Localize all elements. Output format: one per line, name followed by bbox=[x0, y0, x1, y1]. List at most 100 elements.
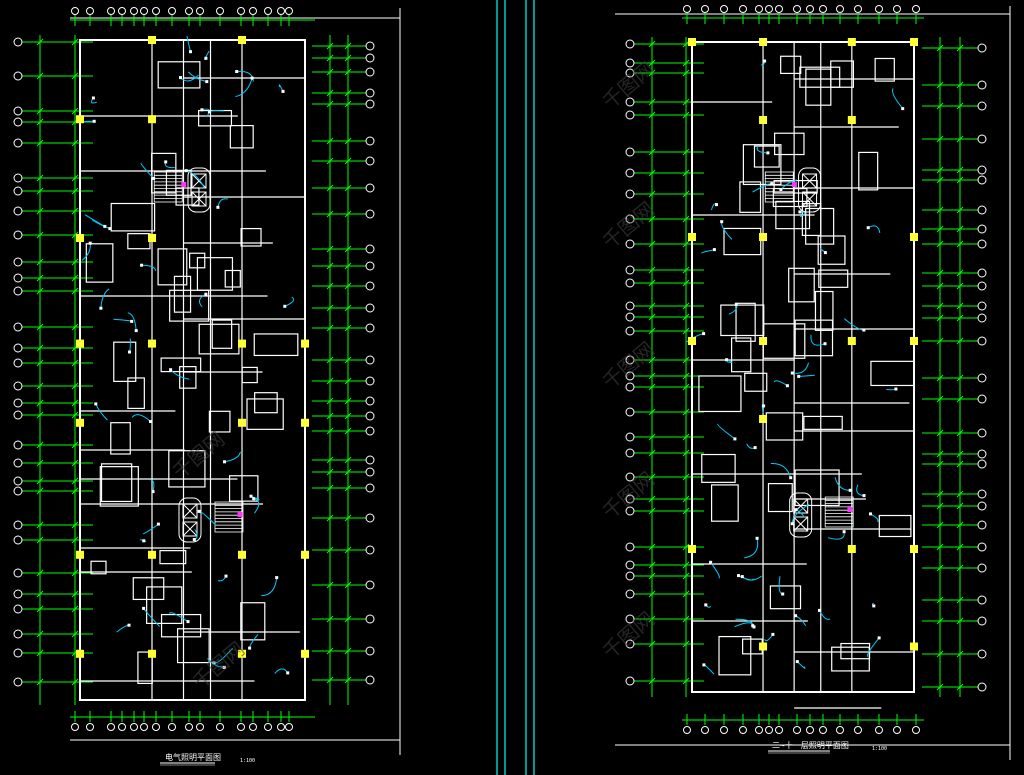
column-icon bbox=[910, 337, 918, 345]
light-fixture-icon bbox=[894, 387, 898, 391]
grid-bubble-icon bbox=[365, 99, 375, 109]
light-fixture-icon bbox=[862, 494, 866, 498]
grid-bubble-icon bbox=[140, 7, 148, 15]
grid-bubble-icon bbox=[806, 5, 814, 13]
grid-bubble-icon bbox=[977, 301, 987, 311]
grid-bubble-icon bbox=[625, 494, 635, 504]
light-fixture-icon bbox=[818, 608, 821, 612]
grid-bubble-icon bbox=[625, 58, 635, 68]
light-fixture-icon bbox=[130, 319, 134, 323]
light-fixture-icon bbox=[204, 292, 208, 296]
grid-bubble-icon bbox=[277, 7, 285, 15]
grid-bubble-icon bbox=[977, 101, 987, 111]
grid-bubble-icon bbox=[912, 5, 920, 13]
light-fixture-icon bbox=[720, 220, 724, 224]
light-fixture-icon bbox=[766, 151, 770, 155]
grid-bubble-icon bbox=[836, 726, 844, 734]
grid-bubble-icon bbox=[977, 520, 987, 530]
light-fixture-icon bbox=[169, 368, 173, 372]
floor-plan-left bbox=[13, 7, 375, 731]
column-icon bbox=[847, 38, 856, 46]
column-icon bbox=[148, 234, 156, 242]
grid-bubble-icon bbox=[977, 373, 987, 383]
grid-bubble-icon bbox=[365, 483, 375, 493]
grid-bubble-icon bbox=[365, 261, 375, 271]
dimension-lines bbox=[634, 13, 978, 725]
light-fixture-icon bbox=[740, 575, 744, 579]
light-fixture-icon bbox=[712, 248, 716, 252]
light-fixture-icon bbox=[794, 508, 798, 512]
grid-bubble-icon bbox=[977, 616, 987, 626]
grid-bubble-icon bbox=[775, 726, 783, 734]
grid-bubble-icon bbox=[185, 7, 193, 15]
light-fixture-icon bbox=[790, 371, 794, 375]
column-icon bbox=[148, 649, 156, 658]
room-partitions bbox=[80, 40, 305, 700]
grid-bubble-icon bbox=[977, 428, 987, 438]
light-fixture-icon bbox=[186, 620, 190, 624]
grid-bubble-icon bbox=[365, 455, 375, 465]
light-fixture-icon bbox=[212, 661, 216, 665]
column-icon bbox=[688, 233, 696, 241]
light-fixture-icon bbox=[205, 80, 209, 84]
light-fixture-icon bbox=[103, 224, 107, 228]
grid-bubble-icon bbox=[625, 68, 635, 78]
grid-bubble-icon bbox=[264, 723, 272, 731]
grid-bubble-icon bbox=[365, 67, 375, 77]
grid-bubble-icon bbox=[13, 440, 23, 450]
light-fixture-icon bbox=[763, 59, 767, 63]
light-fixture-icon bbox=[872, 604, 876, 608]
grid-bubble-icon bbox=[130, 7, 138, 15]
light-fixture-icon bbox=[179, 76, 182, 80]
grid-bubble-icon bbox=[977, 501, 987, 511]
elevator-icon bbox=[187, 167, 211, 213]
grid-bubble-icon bbox=[264, 7, 272, 15]
grid-bubble-icon bbox=[365, 53, 375, 63]
grid-bubble-icon bbox=[625, 168, 635, 178]
grid-bubble-icon bbox=[625, 371, 635, 381]
grid-bubble-icon bbox=[977, 489, 987, 499]
column-icon bbox=[76, 649, 84, 658]
light-fixture-icon bbox=[223, 460, 226, 464]
grid-bubble-icon bbox=[893, 726, 901, 734]
structural-columns bbox=[688, 38, 918, 651]
grid-bubble-icon bbox=[977, 80, 987, 90]
grid-bubble-icon bbox=[168, 723, 176, 731]
grid-bubble-icon bbox=[625, 189, 635, 199]
grid-bubble-icon bbox=[107, 7, 115, 15]
light-fixture-icon bbox=[842, 530, 846, 534]
column-icon bbox=[847, 337, 856, 345]
grid-bubble-icon bbox=[683, 5, 691, 13]
grid-bubble-icon bbox=[13, 410, 23, 420]
sheet-title-left-text: 电气照明平面图 bbox=[165, 752, 221, 762]
light-fixture-icon bbox=[790, 522, 794, 526]
grid-bubble-icon bbox=[365, 183, 375, 193]
grid-bubble-icon bbox=[775, 5, 783, 13]
distribution-box-icon bbox=[847, 507, 853, 512]
light-fixture-icon bbox=[207, 110, 211, 114]
grid-bubble-icon bbox=[365, 467, 375, 477]
light-fixture-icon bbox=[779, 188, 783, 191]
grid-bubble-icon bbox=[249, 7, 257, 15]
grid-bubble-icon bbox=[13, 71, 23, 81]
light-fixture-icon bbox=[751, 624, 755, 628]
grid-bubble-icon bbox=[13, 677, 23, 687]
column-icon bbox=[148, 550, 156, 559]
light-fixture-icon bbox=[91, 96, 95, 100]
light-fixture-icon bbox=[149, 420, 152, 423]
column-icon bbox=[148, 36, 156, 44]
grid-bubble-icon bbox=[71, 723, 79, 731]
grid-bubble-icon bbox=[365, 513, 375, 523]
light-fixture-icon bbox=[283, 304, 287, 308]
light-fixture-icon bbox=[789, 476, 793, 480]
column-icon bbox=[148, 339, 156, 348]
column-icon bbox=[76, 418, 84, 427]
grid-bubble-icon bbox=[365, 396, 375, 406]
grid-bubble-icon bbox=[277, 723, 285, 731]
grid-bubble-icon bbox=[625, 589, 635, 599]
grid-bubble-icon bbox=[977, 449, 987, 459]
column-icon bbox=[847, 116, 856, 124]
grid-bubble-icon bbox=[152, 723, 160, 731]
column-icon bbox=[910, 545, 918, 553]
